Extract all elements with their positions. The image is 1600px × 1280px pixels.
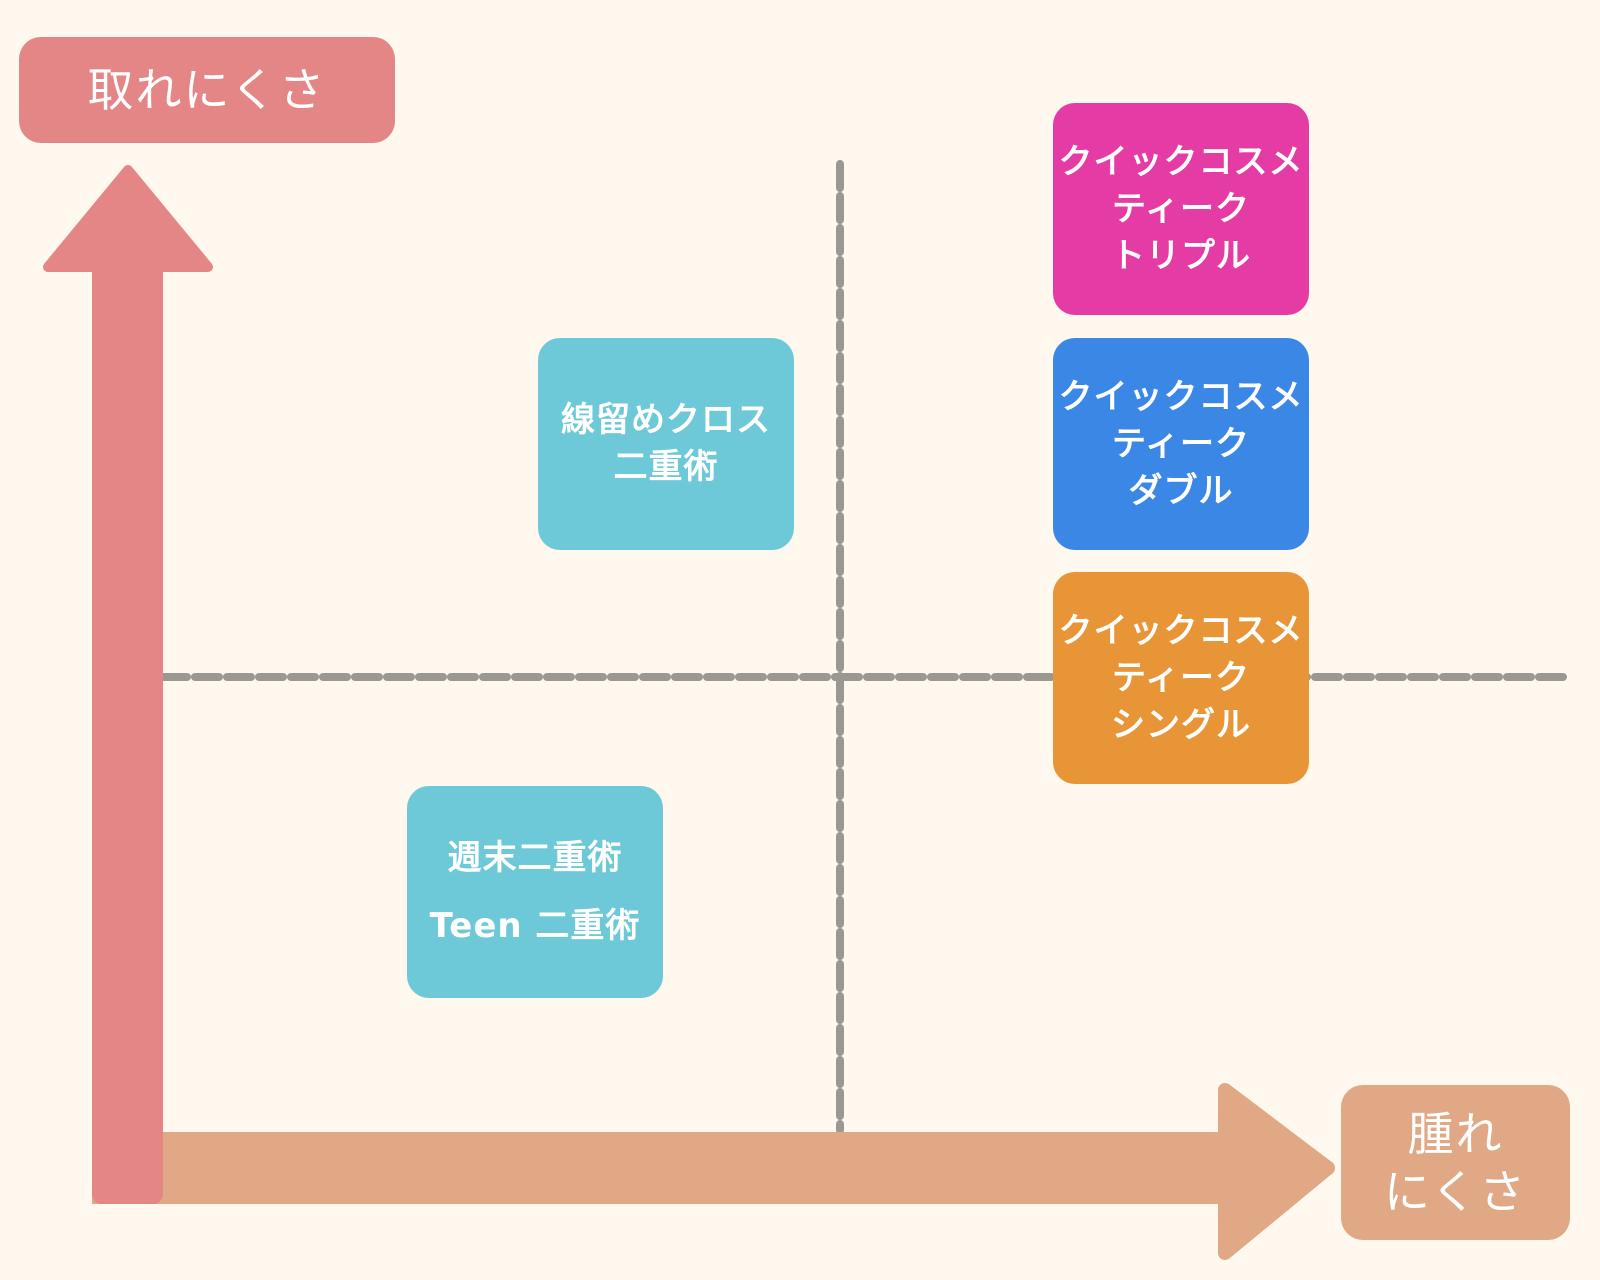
x-axis-label: 腫れ にくさ xyxy=(1341,1085,1570,1240)
quick-cosmetique-triple-box: クイックコスメ ティーク トリプル xyxy=(1053,103,1309,315)
quick-cosmetique-single-box: クイックコスメ ティーク シングル xyxy=(1053,572,1309,784)
quick-cosmetique-double-box: クイックコスメ ティーク ダブル xyxy=(1053,338,1309,550)
single-line-1: クイックコスメ xyxy=(1058,610,1304,651)
senodome-cross-line-2: 二重術 xyxy=(613,447,719,487)
triple-line-3: トリプル xyxy=(1111,235,1251,276)
senodome-cross-box: 線留めクロス 二重術 xyxy=(538,338,794,550)
single-line-2: ティーク xyxy=(1112,657,1250,698)
weekend-teen-box: 週末二重術 Teen 二重術 xyxy=(407,786,663,998)
senodome-cross-line-1: 線留めクロス xyxy=(561,400,771,440)
y-axis-label: 取れにくさ xyxy=(19,37,395,143)
x-axis-label-line-2: にくさ xyxy=(1383,1164,1528,1219)
triple-line-1: クイックコスメ xyxy=(1058,141,1304,182)
single-line-3: シングル xyxy=(1111,704,1251,745)
double-line-2: ティーク xyxy=(1112,423,1250,464)
y-axis-arrow xyxy=(43,165,213,1204)
double-line-1: クイックコスメ xyxy=(1058,376,1304,417)
weekend-line: 週末二重術 xyxy=(447,838,623,878)
triple-line-2: ティーク xyxy=(1112,188,1250,229)
x-axis-label-line-1: 腫れ xyxy=(1407,1106,1504,1161)
double-line-3: ダブル xyxy=(1128,470,1234,511)
teen-line: Teen 二重術 xyxy=(429,906,641,946)
x-axis-arrow xyxy=(92,1083,1335,1260)
y-axis-label-text: 取れにくさ xyxy=(87,63,327,117)
